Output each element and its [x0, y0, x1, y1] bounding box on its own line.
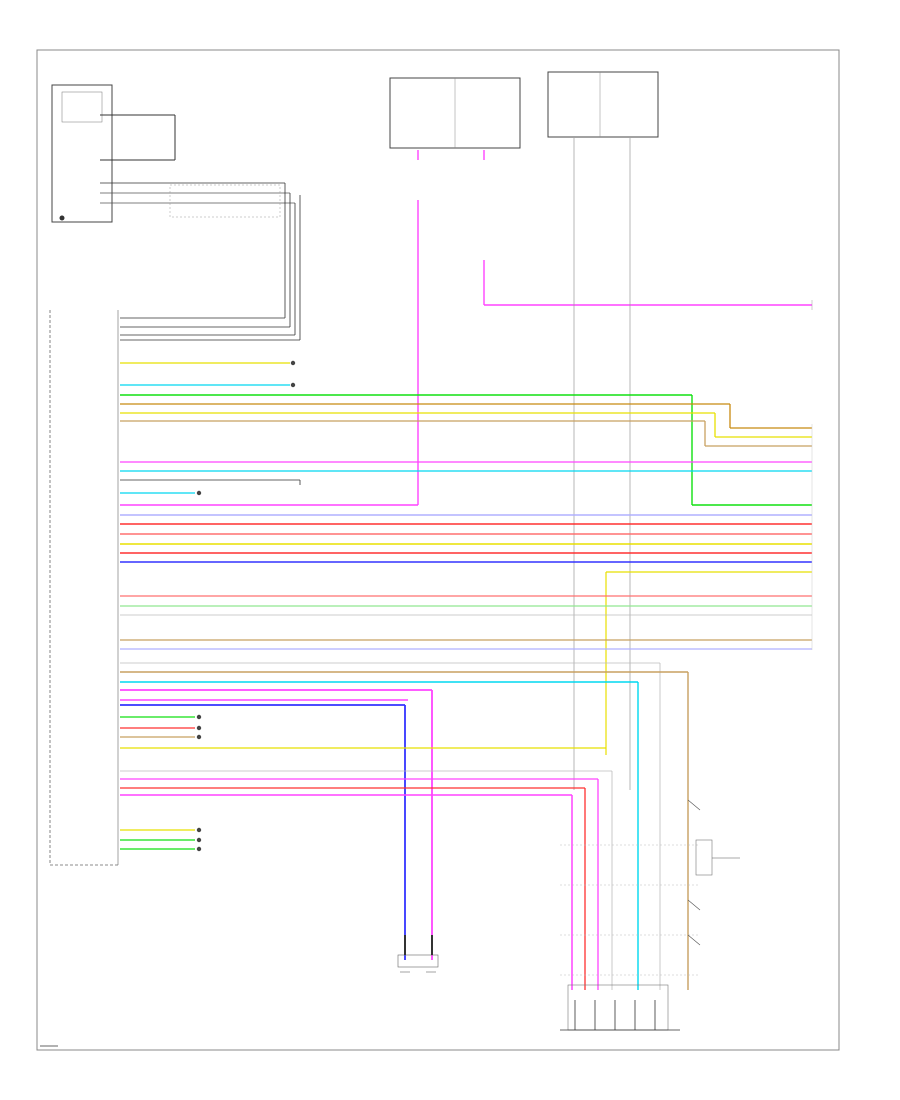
top-center-module: [389, 71, 659, 149]
diagram-frame: [36, 49, 840, 1051]
main-unit-box: [49, 310, 119, 866]
top-connector-wires: [120, 317, 300, 341]
antenna-amplifier-box: [51, 84, 301, 340]
harness-wires: [120, 362, 812, 990]
wire-terminations: [196, 360, 301, 852]
right-component: [687, 799, 740, 946]
bottom-center-connector: [397, 935, 439, 973]
bottom-right-connector-block: [560, 844, 700, 1031]
